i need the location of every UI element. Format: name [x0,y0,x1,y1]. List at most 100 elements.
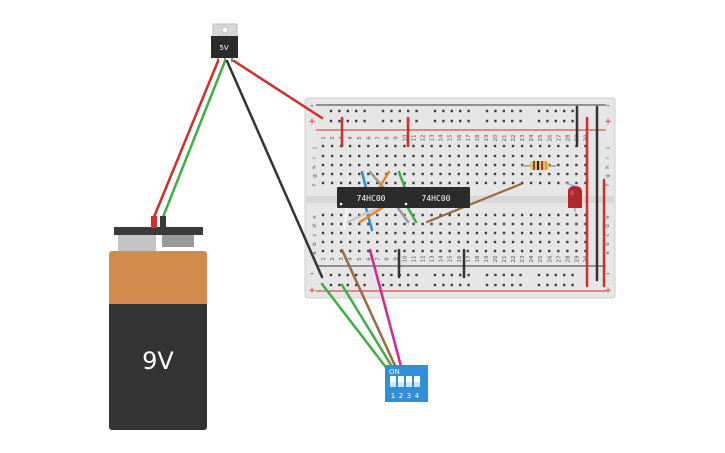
breadboard-hole[interactable] [502,249,506,253]
breadboard-hole[interactable] [355,283,358,287]
breadboard-hole[interactable] [321,172,325,176]
breadboard-hole[interactable] [511,181,515,185]
breadboard-hole[interactable] [430,231,433,235]
breadboard-hole[interactable] [511,283,514,287]
breadboard-hole[interactable] [466,240,469,244]
breadboard-hole[interactable] [519,283,522,287]
breadboard-hole[interactable] [584,163,587,167]
breadboard-hole[interactable] [412,240,415,244]
breadboard-hole[interactable] [529,181,533,185]
breadboard-hole[interactable] [367,240,370,244]
breadboard-hole[interactable] [358,144,361,148]
breadboard-hole[interactable] [466,172,469,176]
breadboard-hole[interactable] [557,144,560,148]
breadboard-hole[interactable] [421,231,424,235]
breadboard-hole[interactable] [467,119,470,123]
breadboard-hole[interactable] [466,144,469,148]
breadboard-hole[interactable] [330,249,334,253]
breadboard-hole[interactable] [554,273,557,277]
breadboard-hole[interactable] [448,163,451,167]
breadboard-hole[interactable] [459,119,462,123]
breadboard-hole[interactable] [571,283,574,287]
breadboard-hole[interactable] [367,144,370,148]
breadboard-hole[interactable] [493,163,497,167]
breadboard-hole[interactable] [529,222,533,226]
breadboard-hole[interactable] [557,249,560,253]
breadboard-hole[interactable] [433,119,437,123]
breadboard-hole[interactable] [539,213,542,217]
breadboard-hole[interactable] [484,213,488,217]
breadboard-hole[interactable] [537,109,541,113]
breadboard-hole[interactable] [442,273,445,277]
breadboard-hole[interactable] [584,144,587,148]
breadboard-hole[interactable] [358,249,361,253]
breadboard-hole[interactable] [548,154,551,158]
breadboard-hole[interactable] [398,109,401,113]
breadboard-hole[interactable] [457,222,460,226]
breadboard-hole[interactable] [575,172,578,176]
breadboard-hole[interactable] [554,119,557,123]
breadboard-hole[interactable] [584,181,587,185]
breadboard-hole[interactable] [430,181,433,185]
breadboard-hole[interactable] [548,240,551,244]
breadboard-hole[interactable] [566,249,569,253]
breadboard-hole[interactable] [439,240,442,244]
breadboard-hole[interactable] [439,172,442,176]
breadboard-hole[interactable] [442,109,445,113]
breadboard-hole[interactable] [394,181,397,185]
breadboard-hole[interactable] [502,222,506,226]
breadboard-hole[interactable] [339,213,343,217]
breadboard-hole[interactable] [448,213,451,217]
breadboard-hole[interactable] [412,231,415,235]
breadboard-hole[interactable] [421,154,424,158]
breadboard-hole[interactable] [575,154,578,158]
breadboard-hole[interactable] [448,249,451,253]
breadboard-hole[interactable] [412,213,415,217]
breadboard-hole[interactable] [467,283,470,287]
breadboard-hole[interactable] [330,222,334,226]
breadboard-hole[interactable] [475,240,479,244]
breadboard-hole[interactable] [329,273,333,277]
breadboard-hole[interactable] [367,249,370,253]
breadboard-hole[interactable] [433,273,437,277]
breadboard-hole[interactable] [519,119,522,123]
breadboard-hole[interactable] [376,163,379,167]
breadboard-hole[interactable] [502,172,506,176]
breadboard-hole[interactable] [355,273,358,277]
breadboard-hole[interactable] [430,240,433,244]
breadboard-hole[interactable] [433,283,437,287]
breadboard-hole[interactable] [557,181,560,185]
breadboard-hole[interactable] [394,154,397,158]
breadboard-hole[interactable] [376,154,379,158]
breadboard-hole[interactable] [412,249,415,253]
breadboard-hole[interactable] [566,240,569,244]
breadboard-hole[interactable] [520,163,524,167]
breadboard-hole[interactable] [566,144,569,148]
breadboard-hole[interactable] [394,222,397,226]
breadboard-hole[interactable] [448,240,451,244]
breadboard-hole[interactable] [381,119,385,123]
breadboard-hole[interactable] [563,109,566,113]
breadboard-hole[interactable] [539,222,542,226]
breadboard-hole[interactable] [412,222,415,226]
breadboard-hole[interactable] [546,283,549,287]
breadboard-hole[interactable] [457,213,460,217]
breadboard-hole[interactable] [484,240,488,244]
breadboard-hole[interactable] [519,273,522,277]
breadboard-hole[interactable] [494,283,497,287]
breadboard-hole[interactable] [520,222,524,226]
breadboard-hole[interactable] [546,119,549,123]
breadboard-hole[interactable] [442,119,445,123]
breadboard-hole[interactable] [563,283,566,287]
breadboard-hole[interactable] [412,154,415,158]
breadboard-hole[interactable] [321,240,325,244]
breadboard-hole[interactable] [421,222,424,226]
dip-toggle-1[interactable] [390,376,396,387]
breadboard-hole[interactable] [407,273,410,277]
dip-toggle-4[interactable] [414,376,420,387]
breadboard-hole[interactable] [475,163,479,167]
breadboard-hole[interactable] [348,181,352,185]
breadboard-hole[interactable] [385,240,388,244]
breadboard-hole[interactable] [457,172,460,176]
breadboard-hole[interactable] [363,119,366,123]
